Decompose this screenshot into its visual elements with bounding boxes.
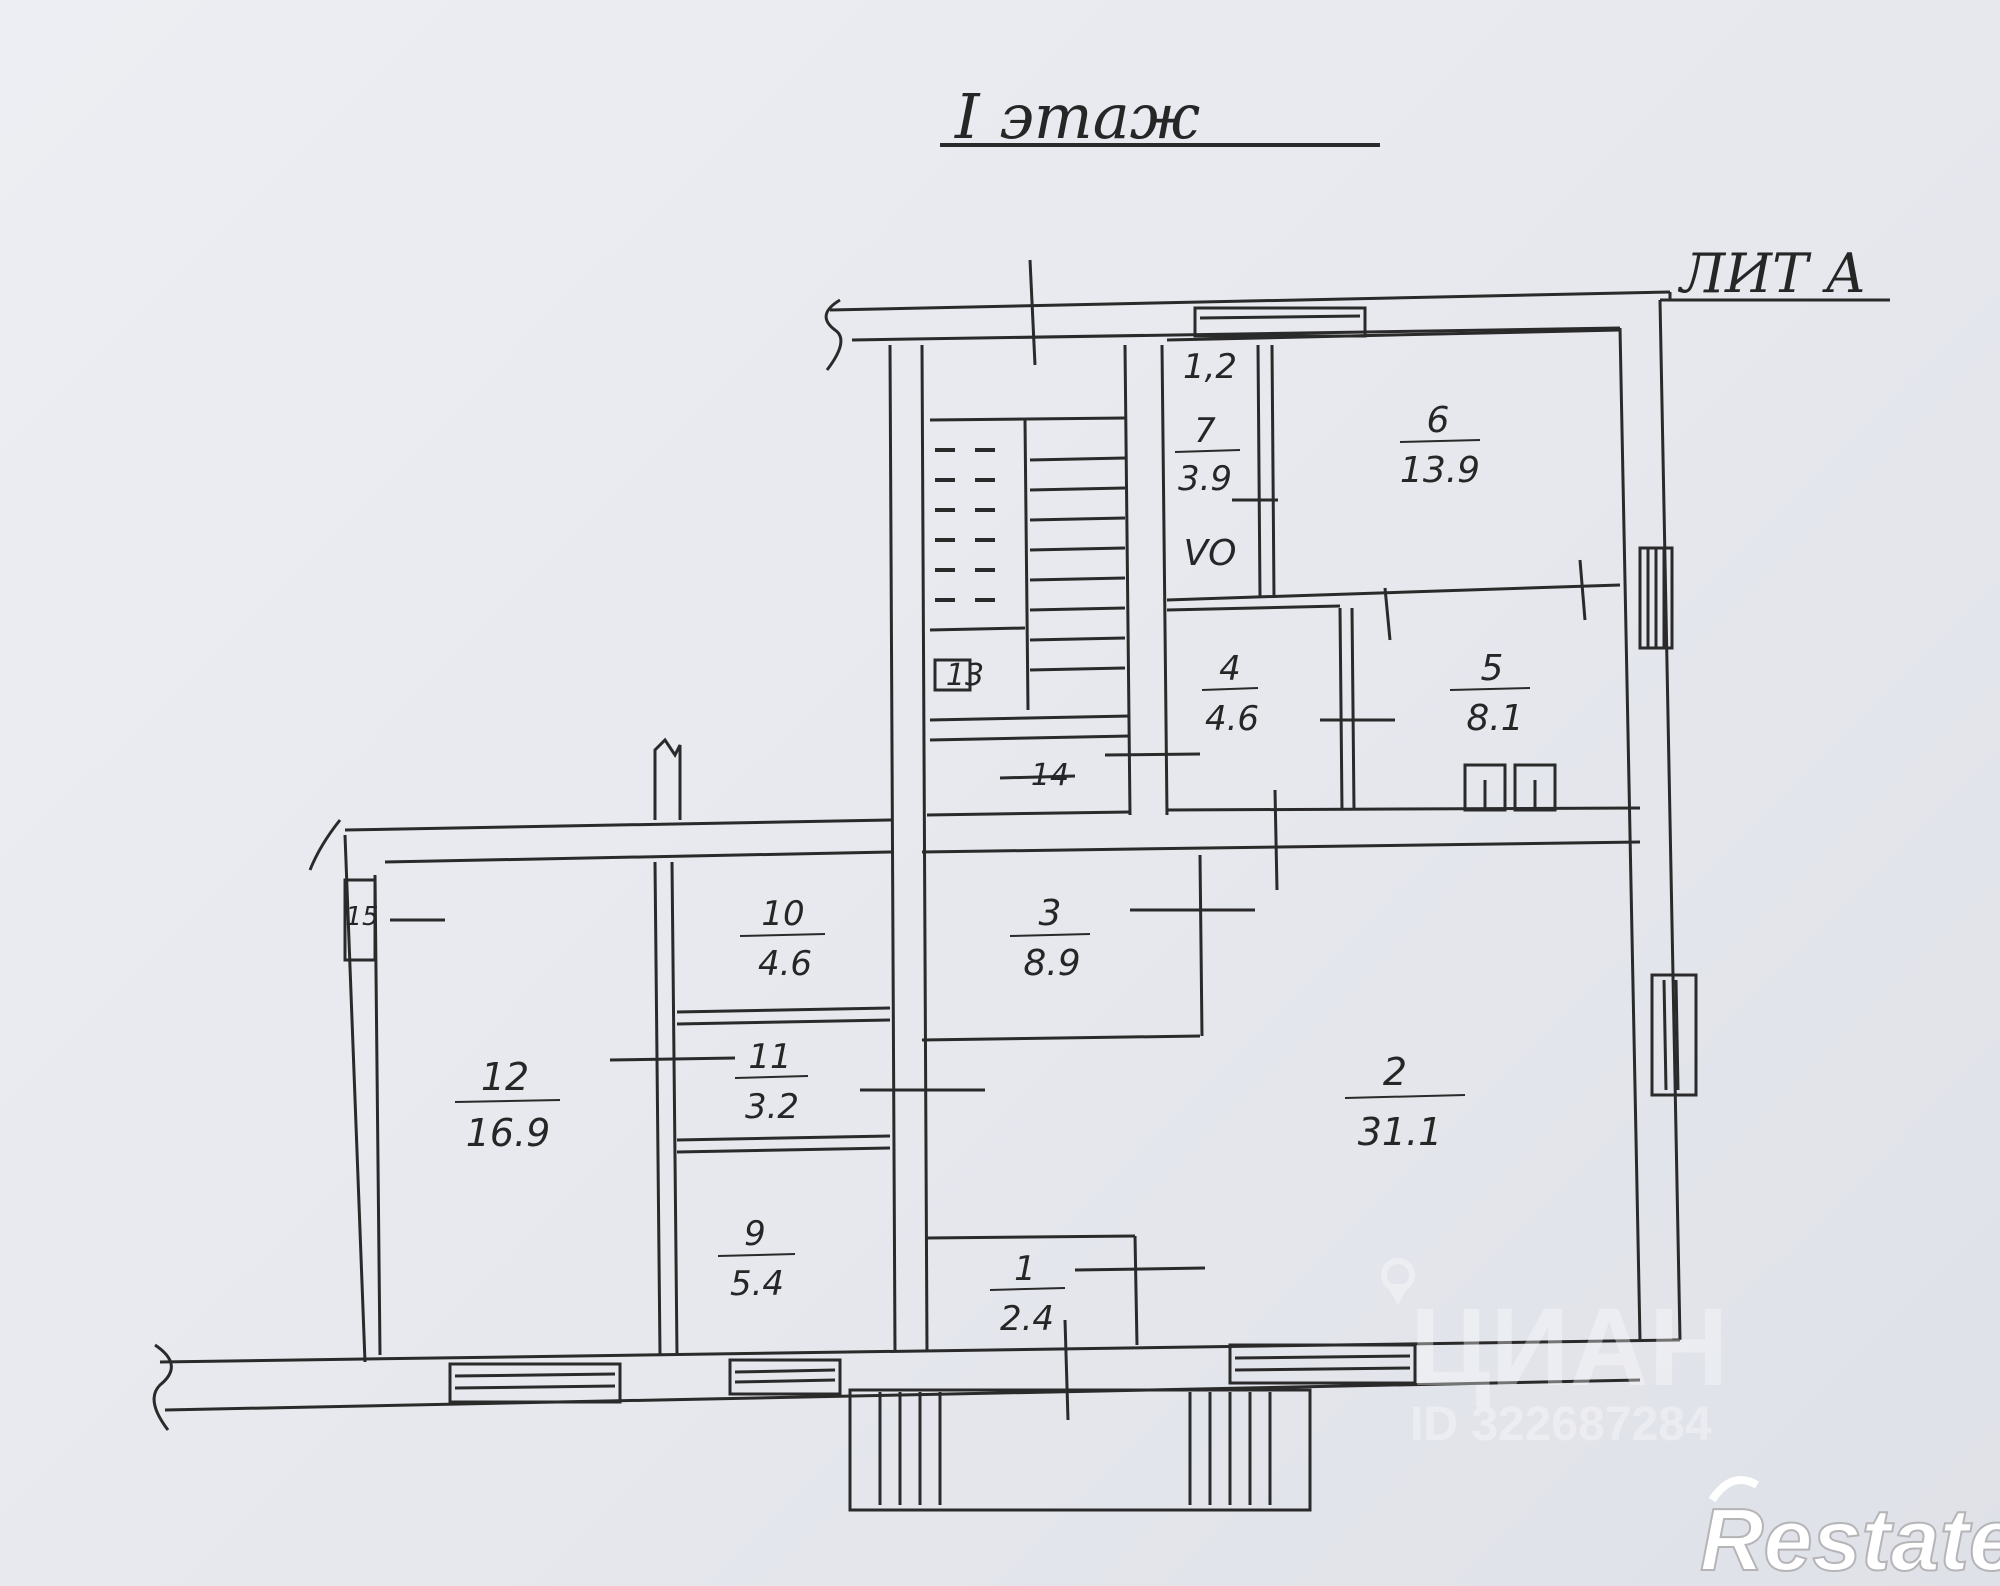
room-14-number: 14	[1031, 758, 1069, 793]
room-2-area: 31.1	[1358, 1110, 1443, 1154]
room-12-area: 16.9	[466, 1111, 551, 1155]
restate-logo-text: Restate	[1700, 1490, 2000, 1586]
watermark-id: ID 322687284	[1410, 1398, 1712, 1451]
room-6-number: 6	[1427, 400, 1450, 441]
room-7-number: 7	[1194, 411, 1216, 451]
room-9-number: 9	[744, 1214, 766, 1254]
room-7-area: 3.9	[1178, 459, 1232, 499]
restate-swoosh-icon	[1708, 1476, 1760, 1503]
room-10-number: 10	[761, 894, 804, 934]
room-5-area: 8.1	[1466, 698, 1523, 739]
cian-watermark: ЦИАН ID 322687284	[1381, 1258, 1728, 1451]
room-3-area: 8.9	[1023, 943, 1080, 984]
plan-title: I этаж	[954, 80, 1200, 153]
room-12-number: 12	[481, 1055, 529, 1099]
room-6-area: 13.9	[1400, 450, 1480, 491]
location-pin-icon	[1381, 1258, 1415, 1292]
room-10-area: 4.6	[758, 944, 812, 984]
room-2-number: 2	[1383, 1050, 1407, 1094]
walls	[152, 259, 1698, 1512]
room-7-annotation-vo: VO	[1184, 533, 1237, 574]
room-9-area: 5.4	[730, 1264, 784, 1304]
room-7-annotation-12: 1,2	[1183, 347, 1237, 387]
room-11-number: 11	[748, 1037, 791, 1077]
room-1-area: 2.4	[1000, 1299, 1054, 1339]
room-11-area: 3.2	[745, 1087, 799, 1127]
room-5-number: 5	[1481, 648, 1504, 689]
room-4-area: 4.6	[1205, 699, 1259, 739]
watermark-brand: ЦИАН	[1410, 1286, 1728, 1409]
room-labels: 6 13.9 7 3.9 1,2 VO 4 4.6 5 8.1 13 14 15…	[345, 347, 1531, 1339]
lit-label: ЛИТ А	[1677, 242, 1866, 305]
restate-logo: Restate	[1699, 1476, 2000, 1586]
room-13-number: 13	[946, 658, 984, 693]
stair-dashes	[935, 448, 995, 602]
room-3-number: 3	[1039, 893, 1062, 934]
room-15-number: 15	[345, 902, 378, 932]
room-4-number: 4	[1219, 649, 1241, 689]
room-1-number: 1	[1014, 1249, 1036, 1289]
